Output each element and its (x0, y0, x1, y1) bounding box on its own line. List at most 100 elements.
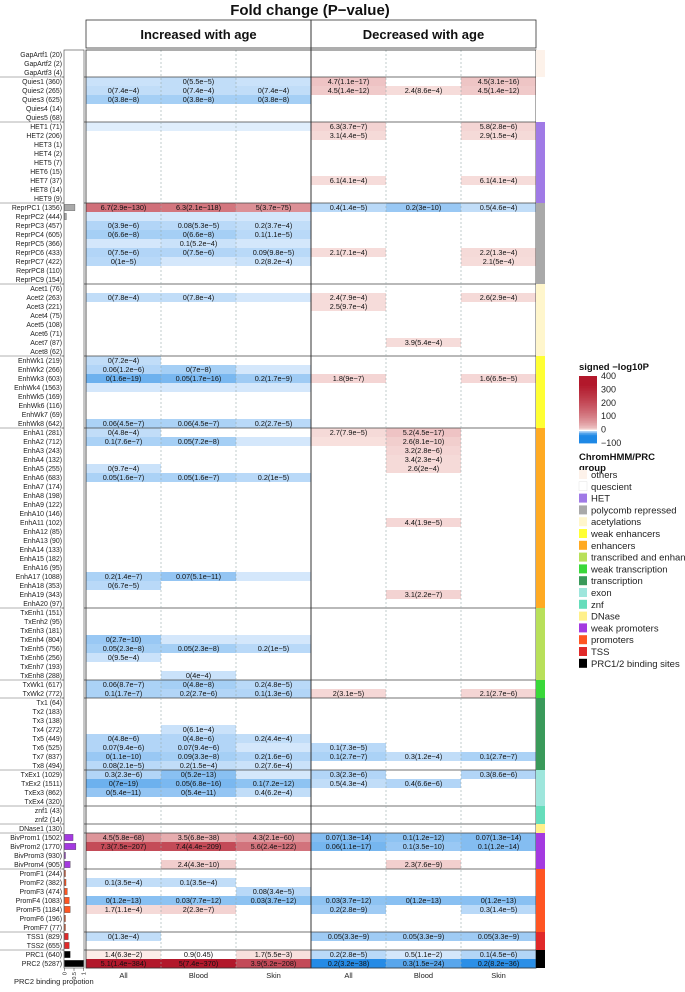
heat-cell (236, 437, 312, 447)
cell-label: 2.6(2e−4) (408, 464, 439, 473)
colorbar-step (579, 406, 597, 409)
heat-cell (86, 248, 162, 258)
cell-label: 4.5(1.4e−12) (328, 86, 370, 95)
heat-cell (311, 509, 387, 519)
row-label: PRC1 (640) (26, 952, 62, 959)
heat-cell (161, 680, 237, 690)
heat-cell (236, 311, 312, 321)
heat-cell (311, 176, 387, 186)
heat-cell (236, 698, 312, 708)
heat-cell (161, 509, 237, 519)
heat-cell (236, 887, 312, 897)
heat-cell (311, 158, 387, 168)
cell-label: 5.8(2.8e−6) (480, 122, 518, 131)
heat-cell (311, 401, 387, 411)
legend-swatch (579, 505, 587, 515)
heat-cell (161, 86, 237, 96)
heat-cell (386, 221, 462, 231)
heat-cell (311, 860, 387, 870)
heat-cell (461, 500, 537, 510)
heat-cell (461, 653, 537, 663)
cell-label: 0.08(2.1e−5) (103, 761, 145, 770)
cell-label: 0.3(2.3e−6) (105, 770, 143, 779)
cell-label: 0.4(1.4e−5) (330, 203, 368, 212)
heat-cell (386, 770, 462, 780)
cell-label: 2.5(9.7e−4) (330, 302, 368, 311)
heat-cell (386, 68, 462, 78)
cell-label: 2.6(2.9e−4) (480, 293, 518, 302)
heat-cell (236, 563, 312, 573)
row-label: GapArtf2 (2) (24, 61, 62, 68)
heat-cell (461, 77, 537, 87)
heat-cell (236, 347, 312, 357)
colorbar-step (579, 422, 597, 425)
cell-label: 0(7.2e−4) (108, 356, 139, 365)
heat-cell (86, 482, 162, 492)
prc2-bar (64, 915, 66, 922)
row-label: HET6 (15) (30, 169, 62, 176)
colorbar-step (579, 377, 597, 380)
heat-cell (86, 914, 162, 924)
heat-cell (311, 527, 387, 537)
heat-cell (161, 230, 237, 240)
heat-cell (161, 455, 237, 465)
heat-cell (386, 518, 462, 528)
heat-cell (461, 761, 537, 771)
heat-cell (161, 563, 237, 573)
colorbar-step (579, 421, 597, 424)
heat-cell (461, 716, 537, 726)
bar-panel-frame (63, 49, 85, 969)
heat-cell (311, 392, 387, 402)
heat-cell (236, 806, 312, 816)
row-label: Acet1 (76) (30, 286, 62, 293)
heat-cell (461, 554, 537, 564)
heat-cell (161, 851, 237, 861)
heat-cell (311, 284, 387, 294)
heat-cell (386, 185, 462, 195)
row-label: HET1 (71) (30, 124, 62, 131)
heat-cell (386, 662, 462, 672)
cell-label: 0.2(3e−10) (406, 203, 442, 212)
heat-cell (161, 257, 237, 267)
panel-header-box (85, 19, 312, 49)
cell-label: 0.3(1.2e−4) (405, 752, 443, 761)
group-color-block (536, 680, 545, 698)
row-label: ReprPC7 (422) (16, 259, 62, 266)
heat-cell (236, 194, 312, 204)
cell-label: 0.03(3.7e−12) (326, 896, 372, 905)
heat-cell (161, 941, 237, 951)
colorbar-tick-label: 400 (601, 371, 616, 381)
heat-cell (161, 725, 237, 735)
heat-cell (86, 815, 162, 825)
heat-cell (386, 761, 462, 771)
heat-cell (86, 860, 162, 870)
heat-cell (236, 140, 312, 150)
legend-label: exon (591, 588, 612, 599)
heat-cell (386, 815, 462, 825)
heat-cell (161, 275, 237, 285)
colorbar-title: signed −log10P (579, 362, 650, 373)
heat-cell (86, 257, 162, 267)
cell-label: 3.1(4.4e−5) (330, 131, 368, 140)
cell-label: 0.3(2.3e−6) (330, 770, 368, 779)
heat-cell (461, 356, 537, 366)
heat-cell (386, 896, 462, 906)
heat-cell (236, 113, 312, 123)
heat-cell (161, 410, 237, 420)
heat-cell (86, 158, 162, 168)
cell-label: 1.8(9e−7) (333, 374, 364, 383)
row-label: Quies5 (68) (26, 115, 62, 122)
heat-cell (161, 320, 237, 330)
row-label: Quies3 (625) (22, 97, 62, 104)
heat-cell (86, 419, 162, 429)
cell-label: 2.1(2.7e−6) (480, 689, 518, 698)
cell-label: 0.2(1.5e−4) (180, 761, 218, 770)
cell-label: 6.1(4.1e−4) (330, 176, 368, 185)
heat-cell (236, 221, 312, 231)
heat-cell (236, 554, 312, 564)
cell-label: 0.1(1.7e−7) (105, 689, 143, 698)
heat-cell (461, 950, 537, 960)
cell-label: 0.1(1.2e−14) (478, 842, 520, 851)
colorbar-step (579, 411, 597, 414)
heat-cell (386, 779, 462, 789)
